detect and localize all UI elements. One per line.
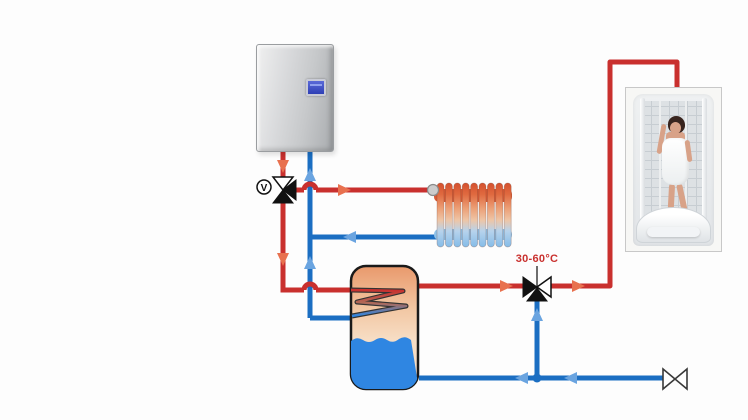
tank-water xyxy=(351,337,418,389)
frame-post-right xyxy=(702,98,707,220)
valve-v-badge xyxy=(256,179,272,195)
valve-triangle-right xyxy=(535,275,552,299)
arrow-right-icon xyxy=(500,280,513,292)
arrow-right-icon xyxy=(338,184,351,196)
frame-post-left xyxy=(640,98,645,220)
valve-triangle-left xyxy=(662,367,677,391)
pipe-junction-dot xyxy=(532,373,542,383)
shower-tray xyxy=(636,207,711,243)
pipe-bridge-hop xyxy=(301,281,319,291)
cold-water-pipes xyxy=(307,147,664,383)
radiator-inlet-connector xyxy=(426,183,440,197)
valve-triangle-left xyxy=(522,276,538,298)
pipe-bridge-hop xyxy=(301,181,319,191)
boiler-display-screen xyxy=(306,79,326,96)
hot-water-pipes xyxy=(280,59,680,293)
valve-to-tank-pipe xyxy=(280,196,304,293)
arrow-left-icon xyxy=(564,372,577,384)
storage-tank xyxy=(349,264,420,391)
woman-figure xyxy=(655,116,697,230)
woman-shoulders xyxy=(666,132,685,142)
arrow-left-icon xyxy=(515,372,528,384)
valve-triangle-bottom xyxy=(525,287,549,302)
arrow-up-icon xyxy=(304,168,316,181)
shower-enclosure xyxy=(633,94,714,246)
woman-face xyxy=(670,122,681,134)
glass-mullion xyxy=(658,101,661,216)
valve-v-label: V xyxy=(261,183,268,194)
shower-cabin-photo xyxy=(625,87,722,252)
radiator-fins xyxy=(436,182,512,248)
valve-triangle-right xyxy=(282,178,297,202)
valve-triangle-top xyxy=(271,176,295,192)
arrow-right-icon xyxy=(572,280,585,292)
shower-tray-step xyxy=(647,227,700,237)
arrow-up-icon xyxy=(531,308,543,321)
mixing-valve-temp-label: 30-60°C xyxy=(516,253,559,265)
hot-supply-to-shower-pipe xyxy=(549,59,680,289)
radiator xyxy=(426,182,512,248)
arrow-down-icon xyxy=(277,160,289,173)
arrow-up-icon xyxy=(304,256,316,269)
tank-heat-exchanger-coil xyxy=(351,288,408,318)
arrow-down-icon xyxy=(277,253,289,266)
three-way-valve: V xyxy=(256,176,297,204)
valve-triangle-bottom xyxy=(271,189,295,204)
electric-boiler xyxy=(256,44,334,152)
thermostatic-mixing-valve: 30-60°C xyxy=(516,253,559,302)
flow-arrows xyxy=(277,160,585,384)
valve-triangle-right xyxy=(673,367,688,391)
arrow-left-icon xyxy=(343,231,356,243)
shutoff-valve-icon xyxy=(662,367,688,391)
